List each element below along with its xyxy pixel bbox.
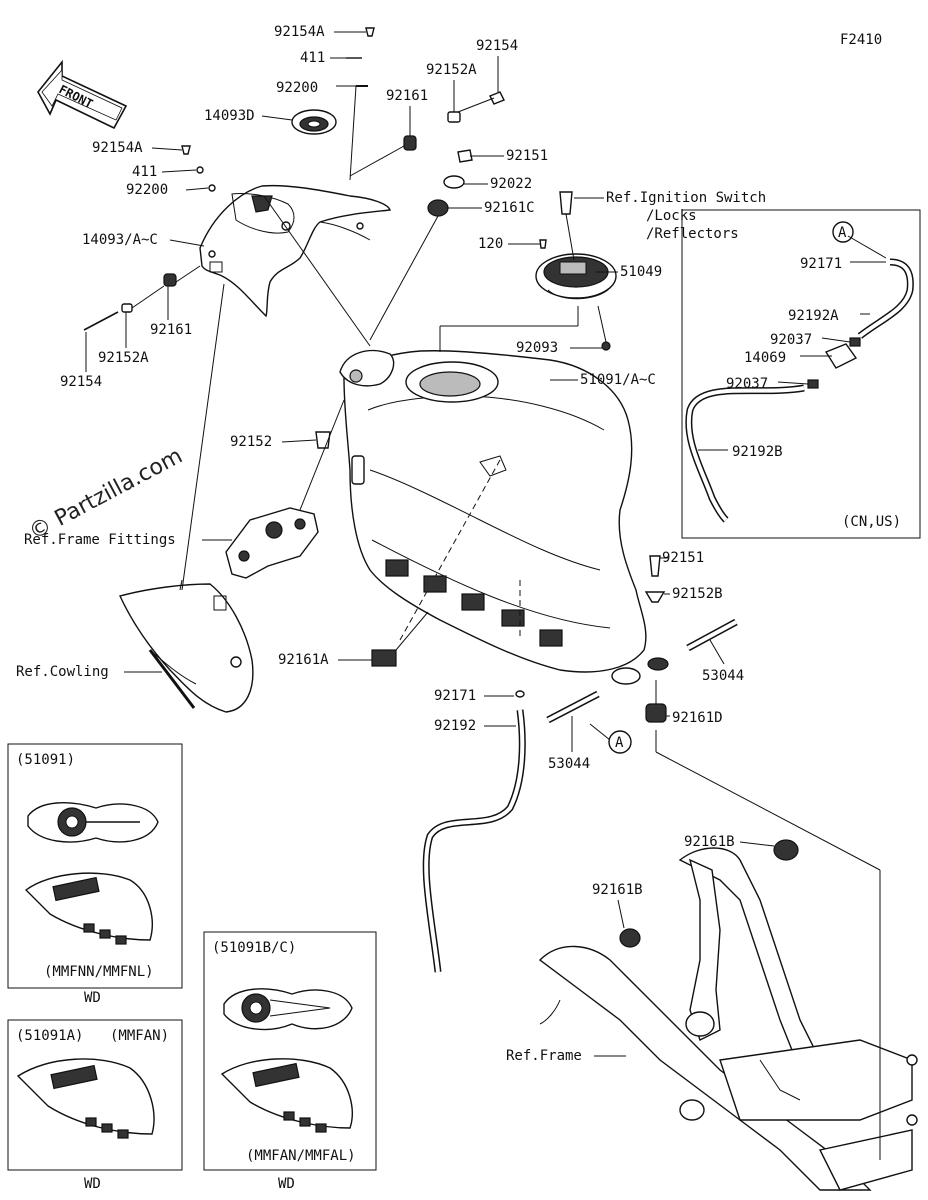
callout-92154A-top: 92154A	[274, 24, 325, 40]
callout-92161A: 92161A	[278, 652, 329, 668]
variant-51091A-footer: WD	[84, 1176, 101, 1192]
variant-box-51091A	[7, 1019, 183, 1171]
variant-51091A-title: (51091A)	[16, 1028, 83, 1044]
callout-120: 120	[478, 236, 503, 252]
inset-callout-92037a: 92037	[770, 332, 812, 348]
inset-region-label: (CN,US)	[842, 514, 901, 530]
callout-92171-bot: 92171	[434, 688, 476, 704]
variant-51091BC-tank-top-view	[223, 988, 353, 1031]
callout-92161B-top: 92161B	[684, 834, 735, 850]
variant-51091-tank-top-view	[27, 802, 159, 843]
callout-14093D: 14093D	[204, 108, 255, 124]
fuel-tank-part	[339, 349, 669, 685]
ref-ignition-line3: /Reflectors	[646, 226, 739, 242]
callout-92093: 92093	[516, 340, 558, 356]
ref-ignition-line1: Ref.Ignition Switch	[606, 190, 766, 206]
inset-marker-label: A	[838, 225, 847, 241]
variant-51091BC-footer: WD	[278, 1176, 295, 1192]
ref-a-marker-circle	[608, 730, 632, 754]
watermark: © Partzilla.com	[25, 444, 187, 546]
variant-51091A-tank-side-view	[16, 1058, 155, 1139]
ref-a-marker-label: A	[615, 735, 624, 751]
inset-marker-circle	[832, 221, 854, 243]
variant-51091-tank-side-view	[24, 872, 153, 945]
callout-53044-right: 53044	[702, 668, 744, 684]
variant-51091A-code: (MMFAN)	[110, 1028, 169, 1044]
fuel-cap-part	[535, 253, 617, 300]
inset-callout-14069: 14069	[744, 350, 786, 366]
callout-92152B: 92152B	[672, 586, 723, 602]
callout-92200-left: 92200	[126, 182, 168, 198]
ref-frame-fittings: Ref.Frame Fittings	[24, 532, 176, 548]
variant-51091-title: (51091)	[16, 752, 75, 768]
variant-51091BC-tank-side-view	[220, 1058, 353, 1133]
fuel-cap-ring-part	[291, 109, 337, 135]
callout-92152A-top: 92152A	[426, 62, 477, 78]
damper-pad-part	[371, 649, 397, 667]
callout-92200-top: 92200	[276, 80, 318, 96]
callout-92161-mid: 92161	[150, 322, 192, 338]
callout-411-top: 411	[300, 50, 325, 66]
ref-frame: Ref.Frame	[506, 1048, 582, 1064]
callout-92154-bot: 92154	[60, 374, 102, 390]
inset-callout-92192B: 92192B	[732, 444, 783, 460]
callout-92151-mid: 92151	[662, 550, 704, 566]
front-arrow-icon	[37, 59, 128, 130]
callout-92022: 92022	[490, 176, 532, 192]
callout-92154A-left: 92154A	[92, 140, 143, 156]
ref-cowling: Ref.Cowling	[16, 664, 109, 680]
callout-92151-top: 92151	[506, 148, 548, 164]
variant-51091-code: (MMFNN/MMFNL)	[44, 964, 154, 980]
callout-92152A-bot: 92152A	[98, 350, 149, 366]
inset-callout-92171: 92171	[800, 256, 842, 272]
ref-ignition-line2: /Locks	[646, 208, 697, 224]
callout-51049: 51049	[620, 264, 662, 280]
fuel-hose-part	[422, 709, 526, 973]
frame-fitting-part	[225, 507, 319, 579]
inset-cn-us-box	[681, 209, 921, 539]
cowling-part	[119, 583, 254, 713]
callout-411-left: 411	[132, 164, 157, 180]
callout-92161-top: 92161	[386, 88, 428, 104]
frame-part	[538, 847, 918, 1191]
callout-92154-top: 92154	[476, 38, 518, 54]
figure-code: F2410	[840, 32, 882, 48]
variant-51091BC-code: (MMFAN/MMFAL)	[246, 1148, 356, 1164]
screw-icons	[83, 27, 611, 351]
callout-53044-mid: 53044	[548, 756, 590, 772]
fuel-filter-part	[824, 343, 858, 369]
callout-51091AC: 51091/A~C	[580, 372, 656, 388]
inset-callout-92192A: 92192A	[788, 308, 839, 324]
variant-box-51091	[7, 743, 183, 989]
variant-51091-footer: WD	[84, 990, 101, 1006]
variant-51091BC-title: (51091B/C)	[212, 940, 296, 956]
callout-92161C: 92161C	[484, 200, 535, 216]
callout-92192: 92192	[434, 718, 476, 734]
callout-92152: 92152	[230, 434, 272, 450]
callout-14093AC: 14093/A~C	[82, 232, 158, 248]
callout-92161D: 92161D	[672, 710, 723, 726]
tank-cover-part	[199, 184, 391, 318]
variant-box-51091BC	[203, 931, 377, 1171]
inset-callout-92037b: 92037	[726, 376, 768, 392]
callout-92161B-mid: 92161B	[592, 882, 643, 898]
